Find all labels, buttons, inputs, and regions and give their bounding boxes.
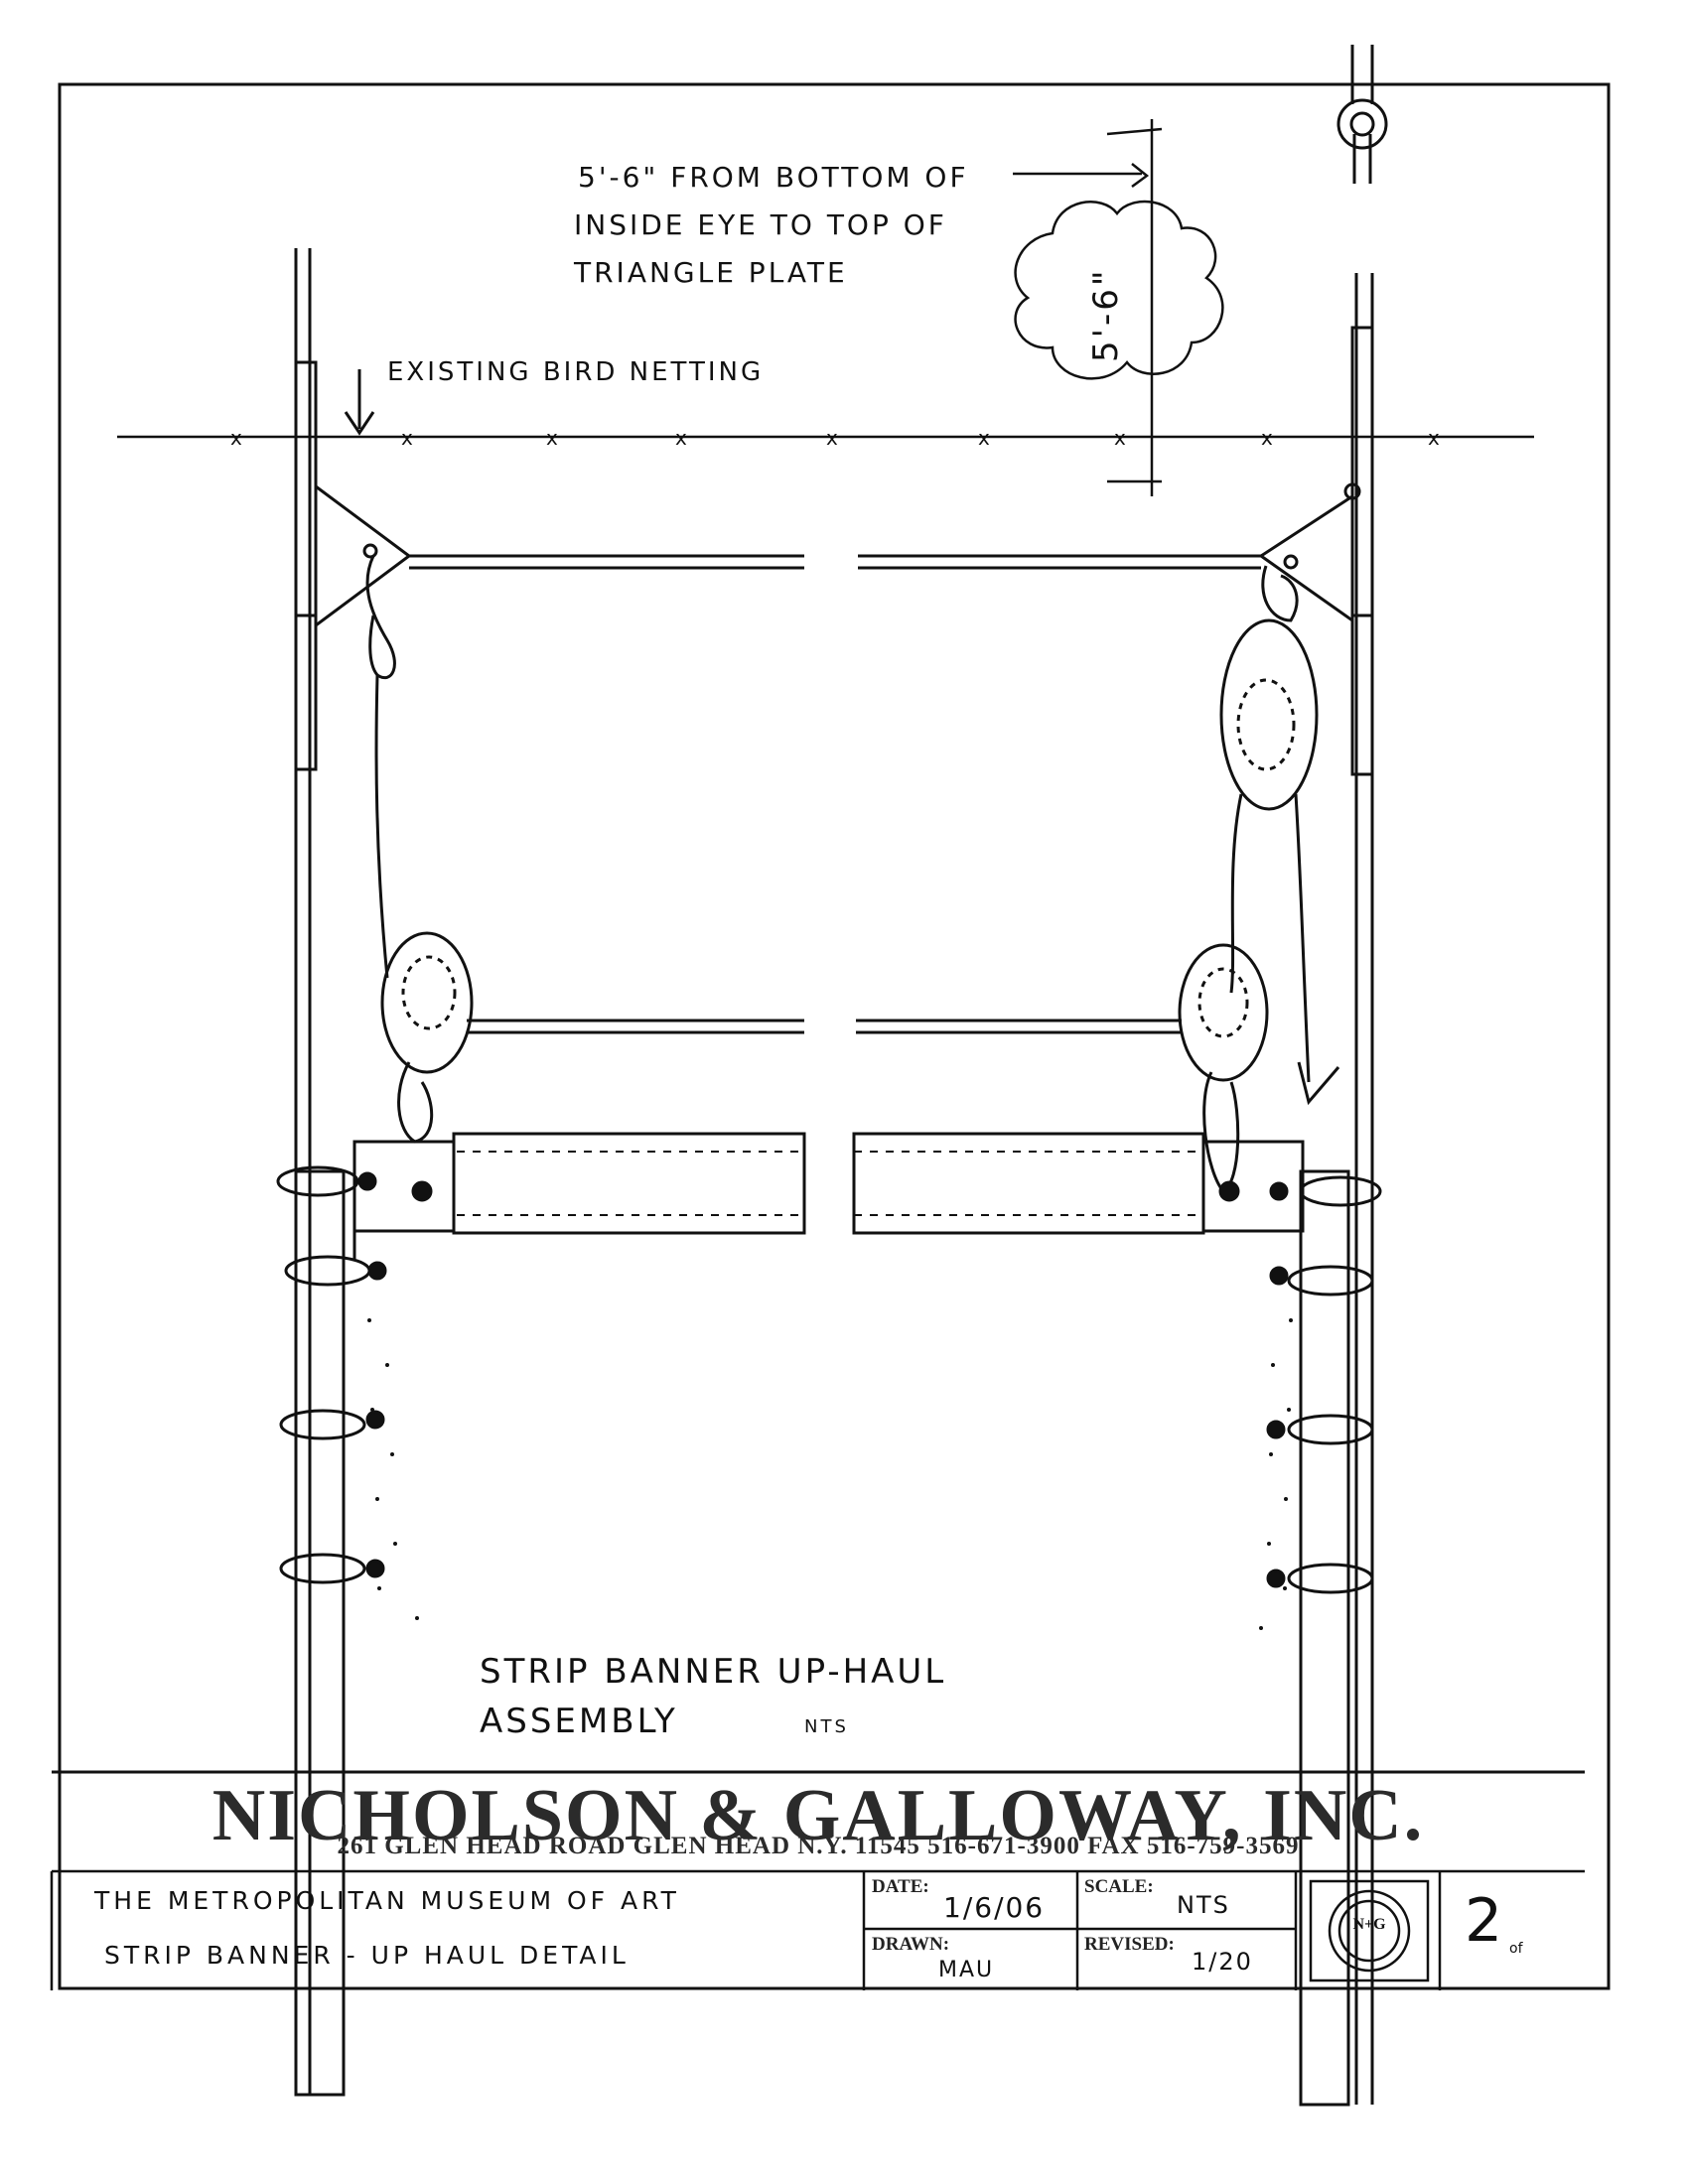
left-banner-header bbox=[352, 1132, 806, 1261]
netting-markers: x x x x x x x x x bbox=[230, 426, 1443, 450]
dimension-note-line2: INSIDE EYE TO TOP OF bbox=[574, 208, 947, 241]
drawing-title-line1: STRIP BANNER UP-HAUL bbox=[480, 1652, 946, 1692]
right-banner-header bbox=[852, 1132, 1305, 1235]
date-value: 1/6/06 bbox=[943, 1891, 1046, 1924]
drawn-value: MAU bbox=[938, 1958, 995, 1982]
revision-cloud bbox=[1014, 200, 1224, 380]
company-name: NICHOLSON & GALLOWAY, INC. bbox=[211, 1775, 1425, 1856]
dimension-line bbox=[1013, 119, 1163, 496]
left-triangle-plate bbox=[314, 483, 804, 628]
company-logo: N+G bbox=[1352, 1916, 1386, 1933]
top-eye-bolt bbox=[1336, 45, 1388, 184]
cloud-dimension-text: 5'-6" bbox=[1086, 267, 1126, 362]
scale-value: NTS bbox=[1177, 1891, 1230, 1919]
revised-label: REVISED: bbox=[1084, 1934, 1175, 1955]
netting-x-marker: x bbox=[401, 426, 416, 450]
dimension-note-line1: 5'-6" FROM BOTTOM OF bbox=[578, 161, 969, 194]
company-address: 261 GLEN HEAD ROAD GLEN HEAD N.Y. 11545 … bbox=[337, 1833, 1300, 1859]
right-lower-pulley bbox=[856, 943, 1269, 1193]
revised-value: 1/20 bbox=[1192, 1948, 1253, 1976]
right-triangle-plate bbox=[858, 482, 1361, 623]
drawing-title-scale: NTS bbox=[804, 1716, 849, 1737]
title-block-grid bbox=[50, 1871, 1442, 1990]
sheet-number: 2 bbox=[1465, 1886, 1503, 1956]
netting-x-marker: x bbox=[675, 426, 690, 450]
right-rings bbox=[1266, 1175, 1382, 1594]
drawn-label: DRAWN: bbox=[872, 1934, 950, 1955]
netting-x-marker: x bbox=[1114, 426, 1129, 450]
left-pulley-block bbox=[380, 931, 804, 1144]
left-rings bbox=[276, 1165, 387, 1584]
netting-x-marker: x bbox=[1428, 426, 1443, 450]
drawing-description: STRIP BANNER - UP HAUL DETAIL bbox=[104, 1941, 630, 1970]
netting-x-marker: x bbox=[826, 426, 841, 450]
project-name: THE METROPOLITAN MUSEUM OF ART bbox=[94, 1886, 680, 1915]
dimension-note-line3: TRIANGLE PLATE bbox=[573, 256, 848, 289]
bird-netting-label: EXISTING BIRD NETTING bbox=[387, 357, 764, 387]
netting-x-marker: x bbox=[230, 426, 245, 450]
right-upper-pulley bbox=[1219, 565, 1340, 1106]
netting-x-marker: x bbox=[978, 426, 993, 450]
banner-stipple bbox=[367, 1269, 1293, 1630]
date-label: DATE: bbox=[872, 1876, 929, 1897]
drawing-title-line2: ASSEMBLY bbox=[480, 1702, 678, 1741]
sheet-border bbox=[58, 82, 1611, 1990]
netting-x-marker: x bbox=[546, 426, 561, 450]
netting-x-marker: x bbox=[1261, 426, 1276, 450]
netting-leader-arrow bbox=[344, 369, 375, 436]
left-upper-rope bbox=[365, 555, 396, 979]
sheet-of-label: of bbox=[1509, 1941, 1523, 1957]
scale-label: SCALE: bbox=[1084, 1876, 1154, 1897]
